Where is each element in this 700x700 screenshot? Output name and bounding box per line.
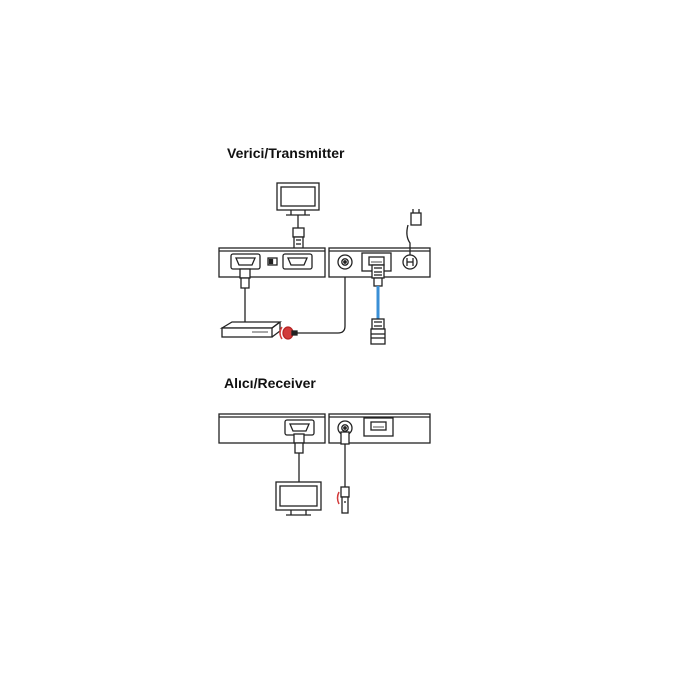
tx-monitor-icon [276,182,320,216]
rx-front-panel [218,413,326,444]
transmitter-title: Verici/Transmitter [227,145,345,161]
tx-source-hdmi-cable [239,268,251,322]
ir-receiver-icon [279,326,298,340]
tx-cat-cable [370,264,386,345]
rx-monitor-icon [275,481,322,516]
rx-rear-panel [328,413,431,444]
receiver-title: Alıcı/Receiver [224,375,316,391]
tx-ir-cable [297,263,346,334]
tx-rear-panel [328,247,431,278]
power-adapter-icon [406,209,422,255]
tx-monitor-hdmi-cable [292,215,305,251]
rx-monitor-hdmi-cable [293,433,305,482]
ir-emitter-icon [336,431,350,514]
tx-front-panel [218,247,326,278]
media-player-icon [219,321,282,338]
